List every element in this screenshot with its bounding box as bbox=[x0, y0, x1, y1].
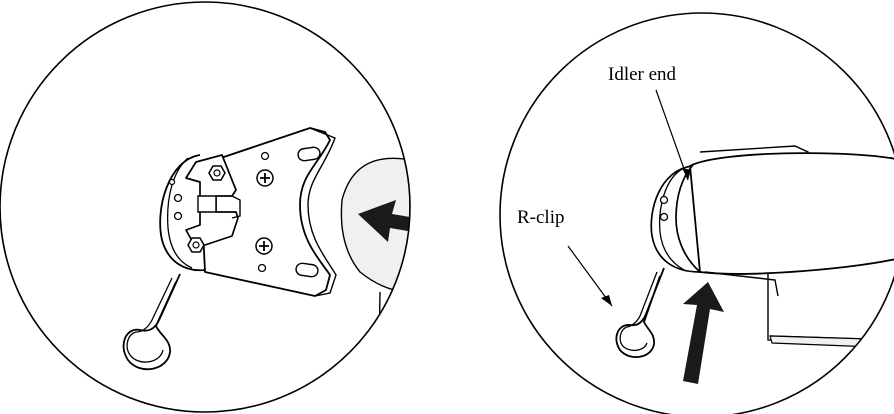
pulley-hole bbox=[659, 212, 669, 222]
left-detail-view bbox=[0, 1, 411, 413]
bracket-tab bbox=[231, 195, 241, 219]
screw-icon bbox=[255, 237, 273, 255]
lower-slot bbox=[295, 262, 319, 278]
left-detail-circle bbox=[0, 1, 411, 413]
r-clip-left bbox=[122, 273, 181, 371]
r-clip-right bbox=[615, 267, 665, 358]
pulley-hole bbox=[659, 195, 669, 205]
r-clip-left-inner bbox=[126, 277, 173, 363]
plate-hole bbox=[257, 263, 267, 273]
pulley-hole bbox=[173, 193, 183, 203]
idler-end-rim bbox=[658, 167, 685, 271]
hex-nut-icon bbox=[208, 165, 226, 181]
hex-nut-icon bbox=[187, 237, 205, 253]
screw-icon bbox=[256, 169, 274, 187]
bracket-slot bbox=[197, 195, 217, 213]
lower-frame-shading bbox=[769, 335, 894, 349]
plate-edge bbox=[307, 127, 337, 297]
right-detail-circle bbox=[499, 12, 894, 414]
upper-slot bbox=[297, 146, 321, 162]
idler-end-arrowhead bbox=[682, 168, 691, 180]
tube-bottom-edge bbox=[704, 271, 779, 297]
idler-end-label: Idler end bbox=[608, 64, 677, 85]
r-clip-leader bbox=[567, 245, 613, 307]
plate-hole bbox=[260, 151, 270, 161]
insert-arrow-left bbox=[358, 200, 410, 242]
idler-pulley-face bbox=[159, 154, 206, 272]
right-detail-view: Idler end R-clip bbox=[499, 12, 894, 414]
insert-arrow-right bbox=[683, 282, 724, 384]
tube-body-lines bbox=[377, 291, 381, 412]
pulley-hole bbox=[173, 211, 183, 221]
mounting-plate bbox=[199, 127, 331, 297]
r-clip-label: R-clip bbox=[517, 207, 565, 228]
pulley-hole bbox=[168, 178, 176, 186]
r-clip-arrowhead bbox=[601, 295, 612, 306]
lower-frame bbox=[767, 270, 894, 346]
idler-end-leader bbox=[655, 89, 689, 181]
tube-body bbox=[689, 152, 894, 275]
r-clip-right-inner bbox=[619, 271, 658, 352]
idler-pulley-rim bbox=[166, 157, 193, 269]
